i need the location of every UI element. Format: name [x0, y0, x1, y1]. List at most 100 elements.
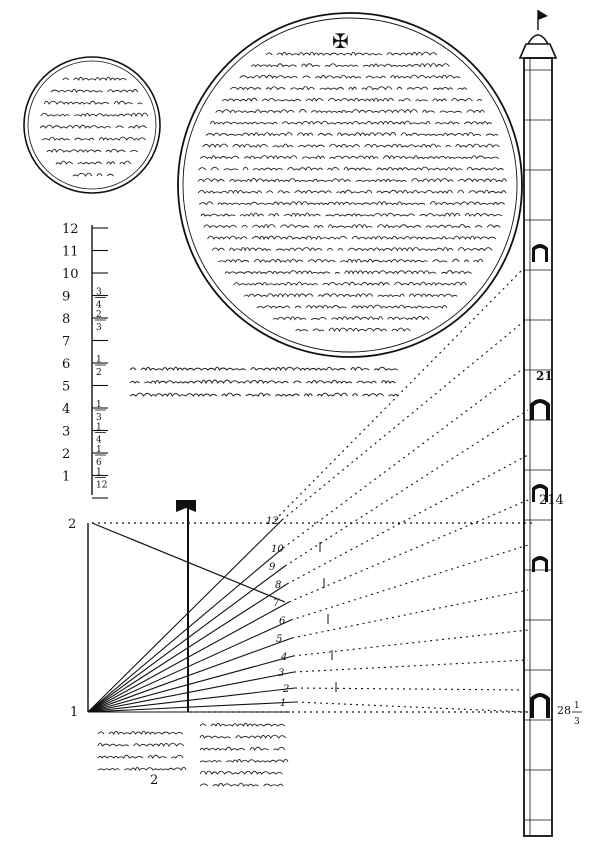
handwriting-stroke — [215, 109, 485, 114]
handwriting-stroke — [198, 201, 506, 206]
sight-label: 3 — [278, 668, 284, 679]
handwriting-stroke — [97, 730, 184, 736]
dotted-sight-line — [284, 409, 529, 567]
tower-label-upper: 21 — [536, 369, 553, 383]
handwriting-stroke — [199, 722, 286, 728]
scale-number: 12 — [62, 222, 79, 237]
scale-number: 4 — [62, 402, 70, 417]
sight-label: 6 — [279, 616, 286, 627]
scale-fraction-num: 1 — [96, 423, 102, 433]
scale-fraction-num: 1 — [96, 445, 102, 455]
handwriting-stroke — [197, 178, 507, 183]
arch-upper — [532, 244, 548, 262]
handwriting-stroke — [225, 271, 477, 274]
fan-line — [87, 619, 292, 713]
dotted-sight-line — [291, 589, 529, 639]
sight-label: 10 — [271, 544, 284, 555]
handwriting-stroke — [62, 76, 127, 82]
scale-number: 11 — [62, 245, 79, 260]
cross-glyph: ✠ — [332, 29, 349, 53]
handwriting-stroke — [198, 166, 504, 171]
diagonal-line — [91, 522, 286, 603]
sight-label: 4 — [280, 652, 287, 663]
handwriting-stroke — [43, 100, 143, 105]
handwriting-stroke — [129, 379, 396, 385]
small-circle-group — [23, 56, 161, 194]
handwriting-stroke — [256, 304, 448, 309]
fan-ticks — [319, 542, 337, 692]
handwriting-stroke — [200, 156, 504, 159]
scale-fraction-num: 2 — [96, 310, 102, 320]
scale-fraction-den: 4 — [96, 436, 102, 446]
handwriting-stroke — [203, 224, 501, 229]
scale-fraction-num: 1 — [96, 355, 102, 365]
tower: 21 214 28 1 3 — [518, 10, 582, 837]
staff-flag — [176, 500, 196, 512]
handwriting-stroke — [205, 132, 499, 137]
handwriting-stroke — [211, 247, 493, 252]
handwriting-stroke — [200, 771, 287, 774]
fan-line — [87, 687, 296, 713]
tower-dome — [527, 34, 549, 45]
handwriting-stroke — [46, 148, 139, 153]
handwriting-stroke — [239, 74, 461, 80]
handwriting-stroke — [39, 124, 147, 129]
scale-number: 7 — [62, 335, 70, 350]
handwriting-stroke — [233, 281, 467, 286]
fan-line — [87, 565, 286, 713]
bottom-mark-label: 2 — [150, 773, 158, 788]
large-circle-scribbles — [197, 51, 507, 333]
dotted-sight-line — [281, 317, 529, 521]
handwriting-stroke — [200, 212, 503, 218]
handwriting-stroke — [273, 317, 434, 320]
handwriting-stroke — [243, 293, 458, 298]
fan-line — [87, 671, 295, 713]
tower-label-bottom-frac: 1 — [574, 701, 580, 711]
handwriting-stroke — [295, 327, 411, 333]
handwriting-stroke — [199, 758, 289, 764]
fan-line — [87, 655, 294, 713]
scale-fraction-den: 2 — [96, 368, 102, 378]
handwriting-stroke — [251, 63, 450, 68]
scale-fraction-num: 3 — [96, 288, 102, 298]
handwriting-stroke — [230, 87, 472, 90]
origin-label: 1 — [70, 705, 78, 720]
fan-line — [87, 701, 297, 713]
handwriting-stroke — [97, 742, 185, 748]
handwriting-stroke — [129, 392, 399, 398]
small-circle-scribbles — [39, 76, 149, 177]
sight-label: 5 — [276, 634, 282, 645]
scale-number: 10 — [62, 267, 79, 282]
scale-number: 1 — [62, 470, 70, 485]
tower-arches — [530, 244, 550, 718]
dotted-sight-line — [295, 701, 529, 713]
scale-fraction-den: 6 — [96, 458, 102, 468]
handwriting-stroke — [97, 754, 184, 759]
handwriting-stroke — [202, 143, 500, 149]
sight-label: 9 — [269, 562, 276, 573]
dotted-sight-line — [288, 499, 529, 603]
scale-fraction-num: 1 — [96, 400, 102, 410]
staff-top-label: 2 — [68, 517, 76, 532]
handwriting-stroke — [129, 366, 399, 372]
arch-middle — [532, 484, 548, 502]
handwriting-stroke — [199, 734, 287, 740]
fan-line — [87, 519, 283, 713]
handwriting-stroke — [40, 112, 149, 118]
fan-line — [87, 601, 290, 713]
fan-lines — [87, 519, 297, 713]
handwriting-stroke — [50, 88, 139, 93]
handwriting-stroke — [197, 189, 507, 195]
scale-fraction-den: 12 — [96, 481, 107, 491]
scale-number: 3 — [62, 425, 70, 440]
dotted-sight-line — [293, 659, 529, 673]
large-circle-group: ✠ — [177, 12, 523, 358]
handwriting-stroke — [41, 136, 146, 142]
tower-label-bottom-num: 28 — [557, 704, 571, 717]
fan-line — [87, 583, 288, 713]
scale-number: 6 — [62, 357, 70, 372]
